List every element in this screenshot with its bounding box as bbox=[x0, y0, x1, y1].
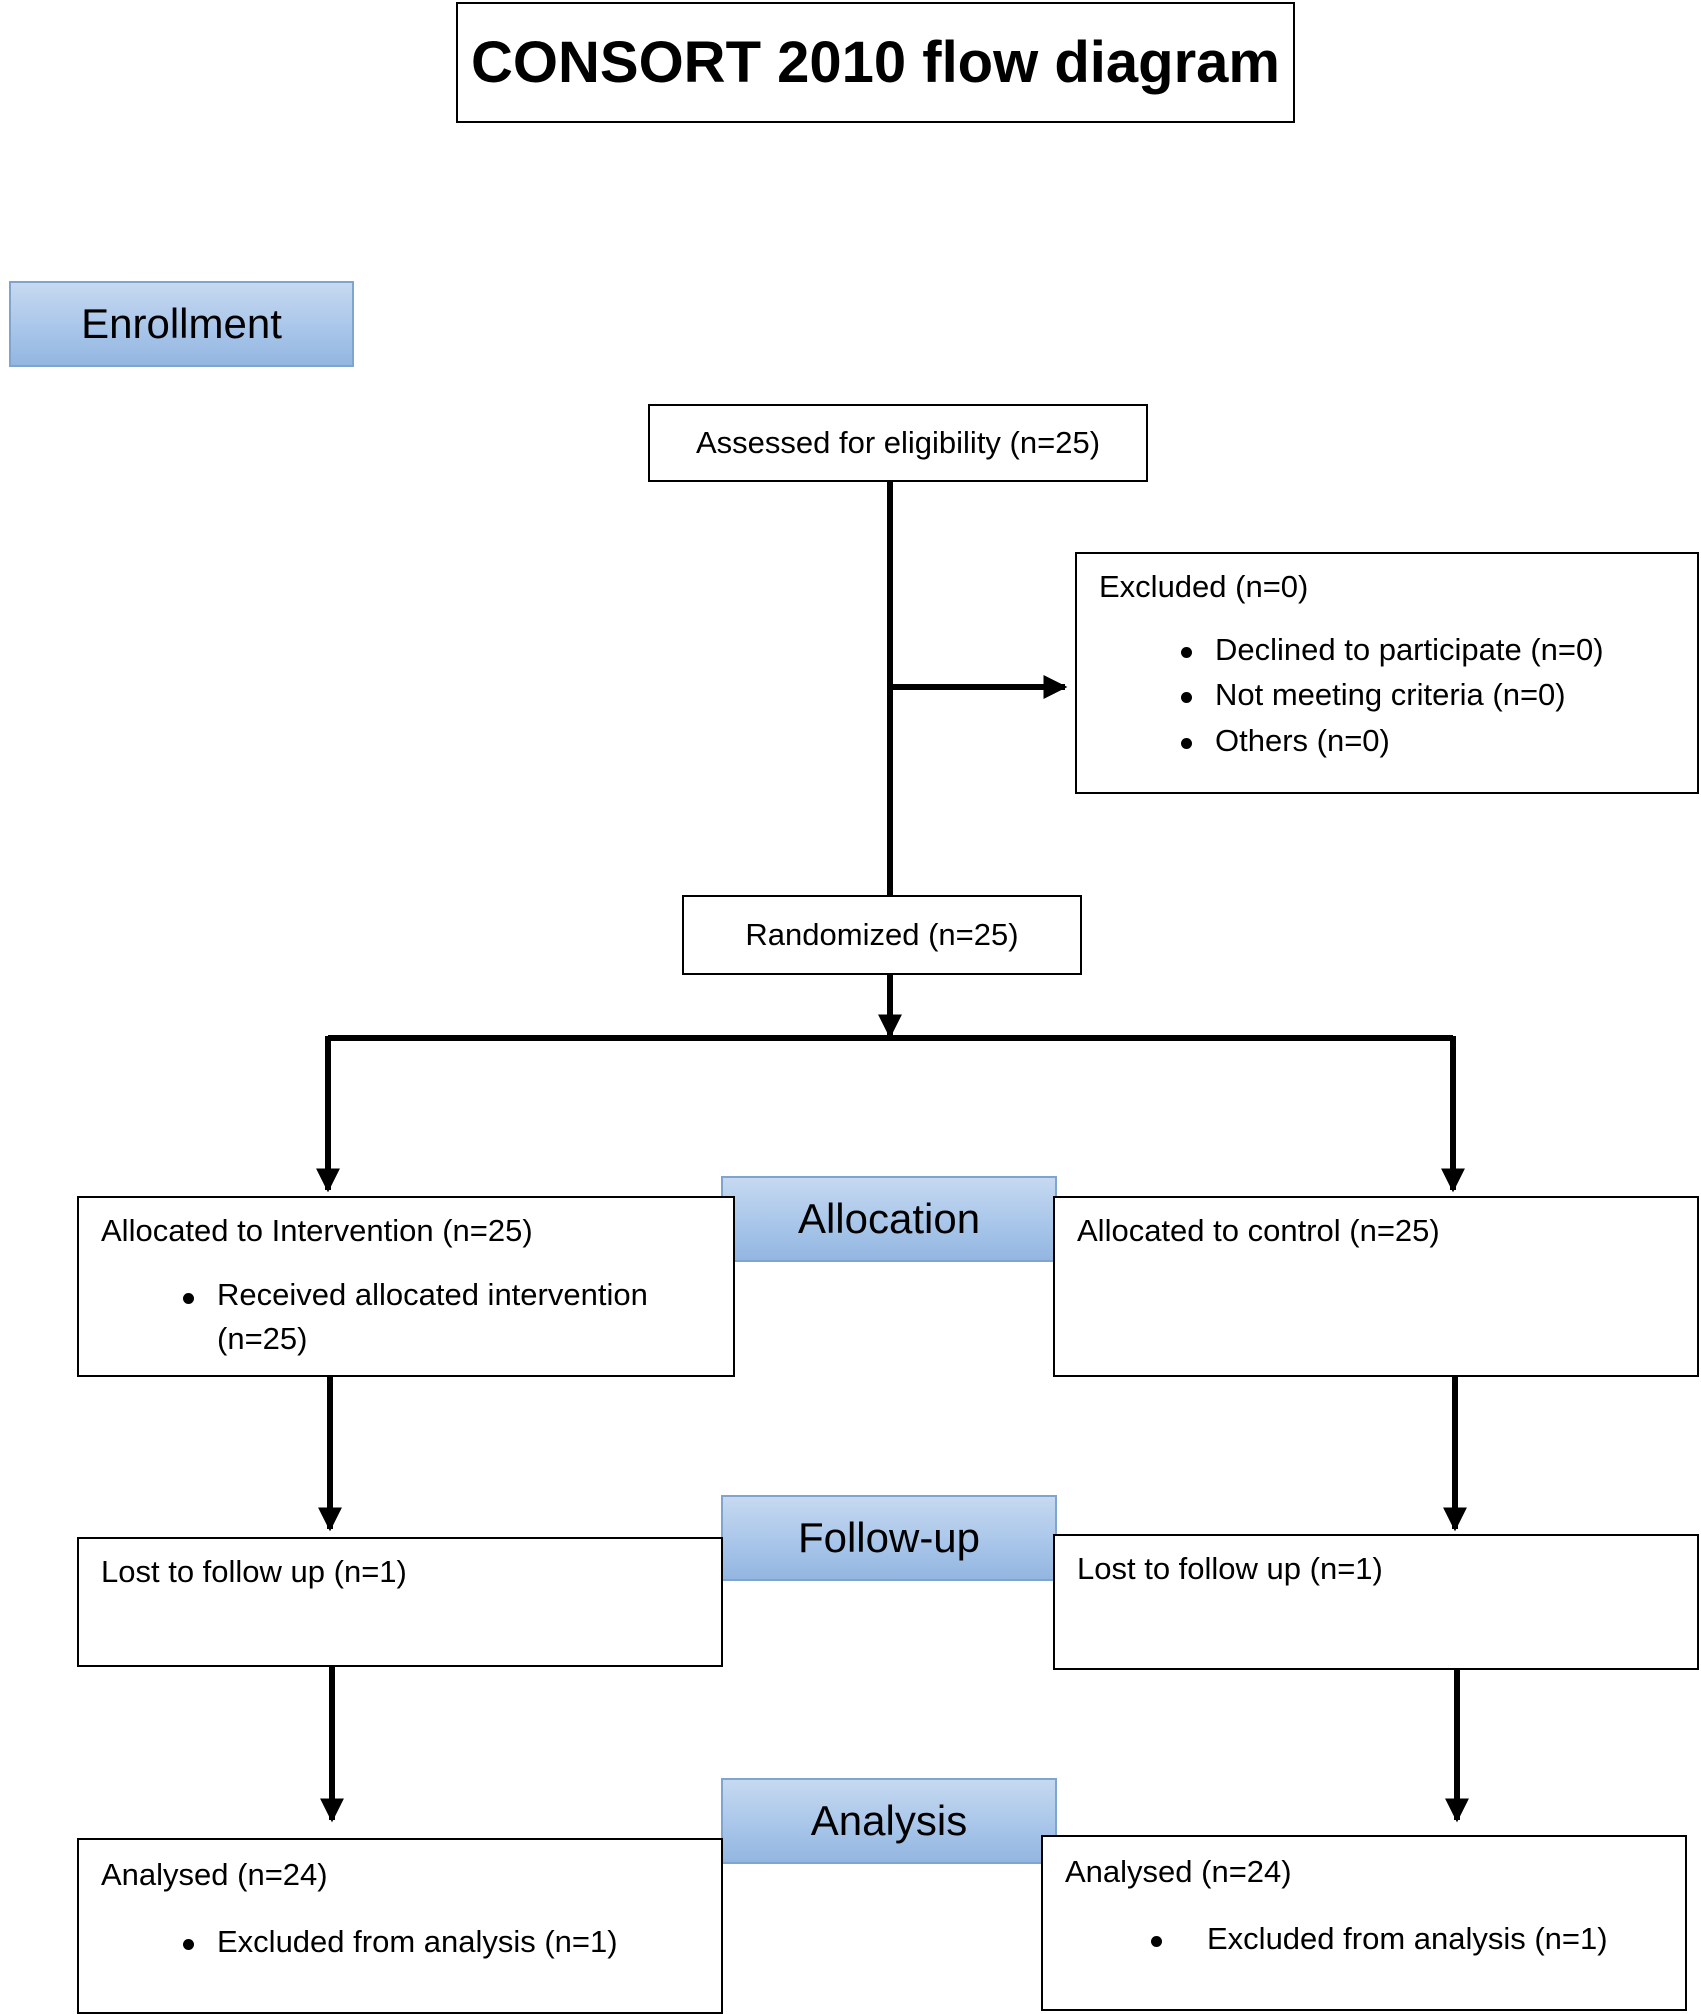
intervention-followup-text: Lost to follow up (n=1) bbox=[101, 1554, 407, 1589]
excluded-item: Others (n=0) bbox=[1099, 718, 1675, 764]
excluded-list: Declined to participate (n=0) Not meetin… bbox=[1099, 627, 1675, 764]
intervention-followup-box: Lost to follow up (n=1) bbox=[77, 1537, 723, 1667]
intervention-allocated-heading: Allocated to Intervention (n=25) bbox=[101, 1213, 533, 1248]
control-followup-box: Lost to follow up (n=1) bbox=[1053, 1534, 1699, 1670]
control-analysis-list: Excluded from analysis (n=1) bbox=[1065, 1916, 1663, 1962]
diagram-title: CONSORT 2010 flow diagram bbox=[456, 2, 1295, 123]
phase-label-enrollment: Enrollment bbox=[9, 281, 354, 367]
control-allocated-heading: Allocated to control (n=25) bbox=[1077, 1213, 1440, 1248]
phase-label-followup: Follow-up bbox=[721, 1495, 1057, 1581]
intervention-analysis-item: Excluded from analysis (n=1) bbox=[101, 1919, 699, 1965]
assessed-text: Assessed for eligibility (n=25) bbox=[695, 424, 1101, 460]
intervention-analysis-list: Excluded from analysis (n=1) bbox=[101, 1919, 699, 1965]
control-analysed-heading: Analysed (n=24) bbox=[1065, 1854, 1292, 1889]
excluded-box: Excluded (n=0) Declined to participate (… bbox=[1075, 552, 1699, 794]
excluded-heading: Excluded (n=0) bbox=[1099, 569, 1309, 604]
excluded-item: Declined to participate (n=0) bbox=[1099, 627, 1675, 673]
intervention-allocated-list: Received allocated intervention (n=25) bbox=[101, 1273, 711, 1361]
control-analysis-item: Excluded from analysis (n=1) bbox=[1065, 1916, 1663, 1962]
assessed-for-eligibility-box: Assessed for eligibility (n=25) bbox=[648, 404, 1148, 482]
excluded-item: Not meeting criteria (n=0) bbox=[1099, 672, 1675, 718]
control-allocated-box: Allocated to control (n=25) bbox=[1053, 1196, 1699, 1377]
randomized-text: Randomized (n=25) bbox=[745, 916, 1019, 952]
phase-label-analysis: Analysis bbox=[721, 1778, 1057, 1864]
intervention-analysed-heading: Analysed (n=24) bbox=[101, 1857, 328, 1892]
phase-label-allocation: Allocation bbox=[721, 1176, 1057, 1262]
control-analysis-box: Analysed (n=24) Excluded from analysis (… bbox=[1041, 1835, 1687, 2011]
intervention-allocated-item: Received allocated intervention (n=25) bbox=[101, 1273, 711, 1361]
intervention-analysis-box: Analysed (n=24) Excluded from analysis (… bbox=[77, 1838, 723, 2014]
control-followup-text: Lost to follow up (n=1) bbox=[1077, 1551, 1383, 1586]
intervention-allocated-box: Allocated to Intervention (n=25) Receive… bbox=[77, 1196, 735, 1377]
randomized-box: Randomized (n=25) bbox=[682, 895, 1082, 975]
